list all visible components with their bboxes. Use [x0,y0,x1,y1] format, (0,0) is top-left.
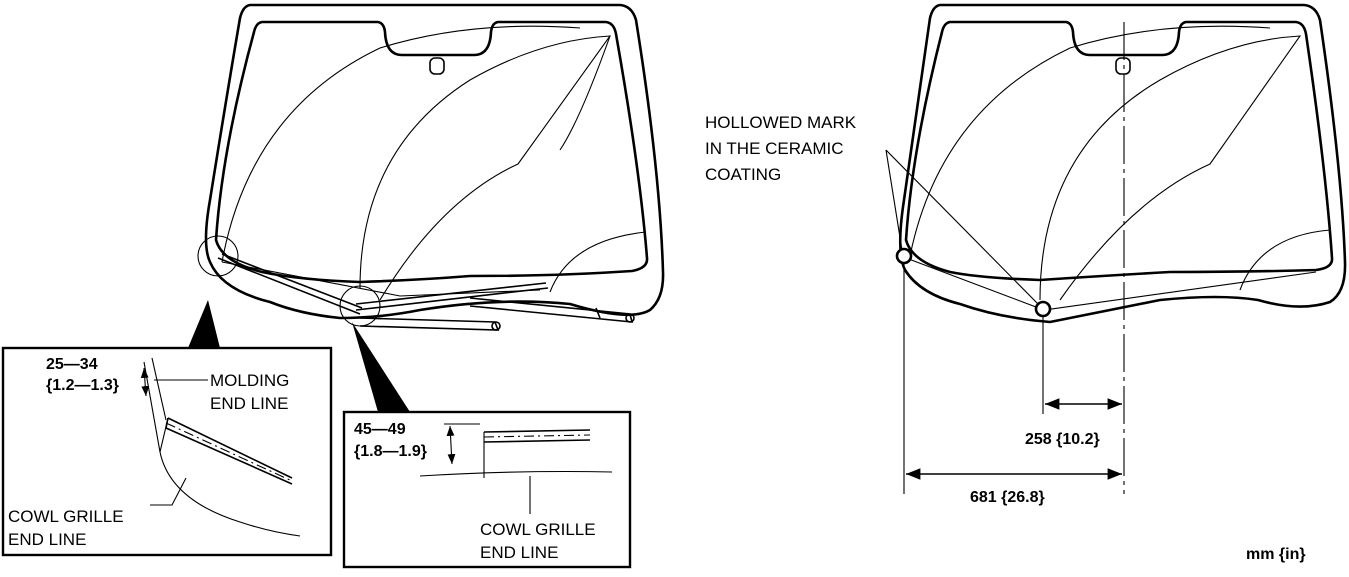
right-ceramic-border [904,20,1334,282]
units-label: mm {in} [1246,546,1306,563]
right-wipe-bottom [549,231,647,293]
right-mirror-mount-icon [1115,57,1131,75]
strip-line-top [483,429,591,433]
molding-strip-top [167,417,293,479]
cowl-right-label-2: END LINE [480,543,558,562]
detail-box-cowl: 45—49 {1.8—1.9} COWL GRILLE END LINE [342,410,632,569]
hollowed-mark-left-icon [895,247,913,265]
left-glass-outline [204,3,665,320]
strip-line-bottom [483,439,591,443]
right-wipe-arc-outer [909,25,1271,257]
right-wiper-blade-b [355,282,547,305]
detail-box-molding: 25—34 {1.2—1.3} MOLDING END LINE COWL GR… [1,346,333,557]
right-wipe-arc [359,35,612,301]
dim-cowl-mm: 45—49 [354,421,406,438]
dim-molding-in: {1.2—1.3} [46,377,119,394]
wipe-base-line [221,261,541,297]
dim-molding-arrow [140,367,150,397]
right-wiper-pivot [625,313,635,323]
left-wiper-pivot [491,321,501,331]
left-wipe-arc-outer [221,25,581,263]
dim-cowl-arrow [446,425,456,465]
hollowed-leader-left [885,149,903,251]
glass-edge-b [151,357,167,421]
right-wipe-edge [559,35,611,151]
detail-box-2-frame [342,410,632,569]
detail-circle-center [339,285,381,327]
molding-label-1: MOLDING [210,371,289,390]
hollowed-label-1: HOLLOWED MARK [705,113,857,132]
cowl-left-leader [150,477,187,506]
right-wiper-blade-a [355,287,549,311]
right-wipe-arc-inner [1039,35,1302,301]
molding-strip-bottom [165,427,293,485]
right-arm-joint [595,307,601,319]
dim-cowl-in: {1.8—1.9} [354,443,427,460]
left-wiper-blade-b [221,253,363,309]
hollowed-leader-right [885,149,1039,305]
left-wiper-blade-a [217,257,361,315]
left-ceramic-border [214,20,649,284]
glass-edge-c [159,417,169,453]
cowl-line [419,470,613,477]
mirror-mount-icon [429,57,445,75]
cowl-right-label-1: COWL GRILLE [480,520,596,539]
dim-molding-mm: 25—34 [46,356,98,373]
right-glass-outline [898,3,1347,324]
left-windshield [188,3,665,412]
right-wipe-bottom-curve [1239,229,1331,291]
hollowed-label-2: IN THE CERAMIC [705,139,844,158]
cowl-left-label-1: COWL GRILLE [8,507,124,526]
strip-line-center [483,434,591,438]
right-windshield: HOLLOWED MARK IN THE CERAMIC COATING 258… [705,3,1347,563]
cowl-curve [159,451,301,537]
cowl-left-label-2: END LINE [8,530,86,549]
hollowed-label-3: COATING [705,165,781,184]
callout-pointer-left [188,300,220,348]
callout-pointer-center [352,322,410,412]
dim-258-label: 258 {10.2} [1025,431,1100,448]
hollowed-mark-right-icon [1034,300,1052,318]
left-wiper-arm [359,317,500,331]
right-wipe-base [905,257,1317,311]
molding-label-2: END LINE [210,394,288,413]
detail-circle-left [197,235,239,277]
right-wiper-arm [469,297,634,323]
dim-681-label: 681 {26.8} [970,489,1045,506]
molding-strip-center [165,422,293,482]
detail-box-1-frame [1,346,333,557]
